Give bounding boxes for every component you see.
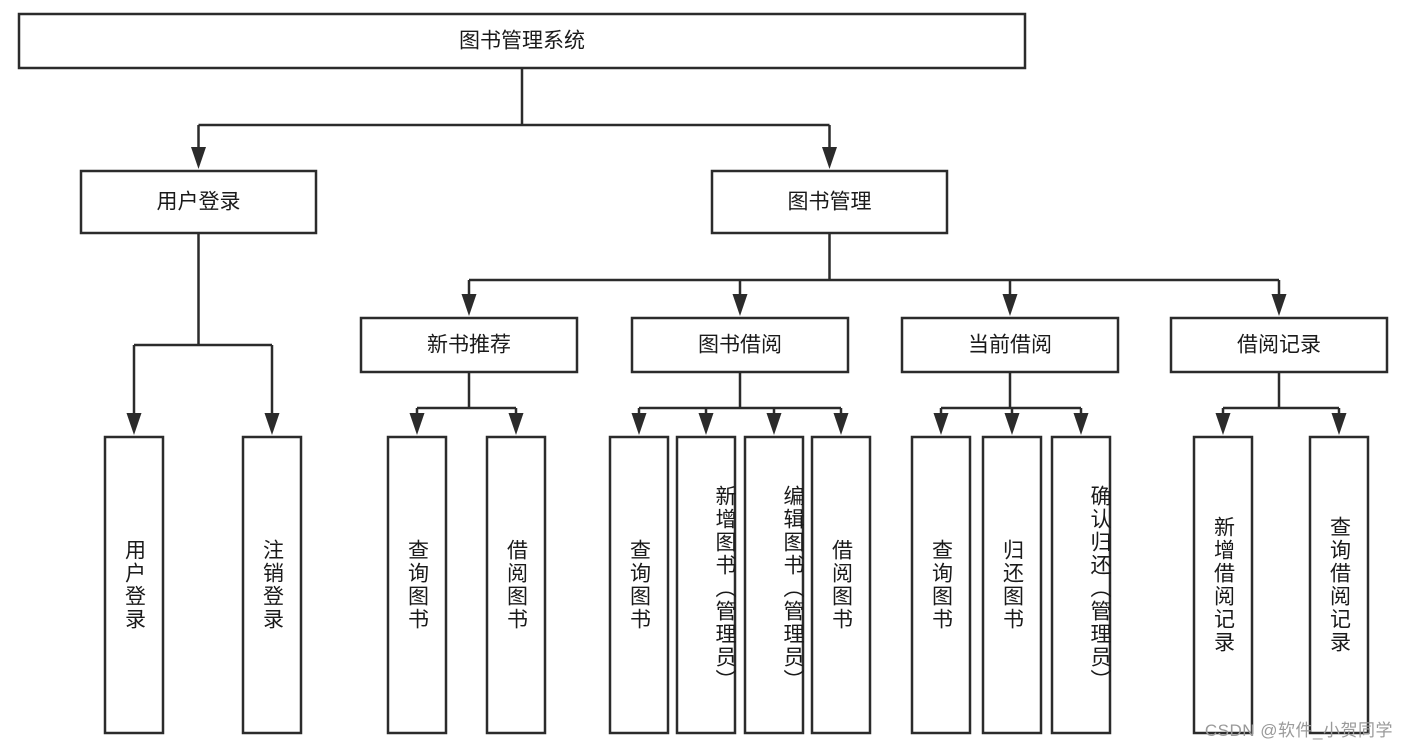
node-leaf-query-book-borrow[interactable] [608,435,670,735]
arrow-head-icon [766,413,782,435]
node-label-current-borrow: 当前借阅 [968,334,1052,357]
edge-book-manage-to-new-book-recommend [461,280,477,316]
node-current-borrow[interactable] [900,316,1120,374]
edge-new-book-recommend-to-query-book [409,408,425,435]
node-root[interactable] [17,12,1027,70]
arrow-head-icon [1271,294,1287,316]
node-label-borrow-record: 借阅记录 [1237,334,1321,357]
node-leaf-return-book[interactable] [981,435,1043,735]
node-leaf-query-book-rec[interactable] [386,435,448,735]
edge-book-borrow-to-edit-book [766,408,782,435]
edge-group-borrow-record [1215,372,1347,435]
node-book-borrow[interactable] [630,316,850,374]
arrow-head-icon [631,413,647,435]
edge-book-manage-to-current-borrow [1002,280,1018,316]
edge-group-user-login [126,233,280,435]
node-leaf-edit-book-admin[interactable] [743,435,805,735]
node-leaf-confirm-return-admin[interactable] [1050,435,1112,735]
node-new-book-recommend[interactable] [359,316,579,374]
arrow-head-icon [1002,294,1018,316]
edge-user-login-to-leaf-user-login [126,345,142,435]
node-leaf-add-borrow-record[interactable] [1192,435,1254,735]
edge-borrow-record-to-query-record [1331,408,1347,435]
node-leaf-user-login[interactable] [103,435,165,735]
arrow-head-icon [833,413,849,435]
node-label-book-borrow: 图书借阅 [698,334,782,357]
node-leaf-borrow-book-rec[interactable] [485,435,547,735]
edges-layer [126,68,1347,435]
arrow-head-icon [1004,413,1020,435]
edge-group-root [191,68,837,169]
edge-book-manage-to-book-borrow [732,280,748,316]
arrow-head-icon [698,413,714,435]
edge-current-borrow-to-query-book [933,408,949,435]
edge-current-borrow-to-return-book [1004,408,1020,435]
node-label-user-login: 用户登录 [157,191,241,214]
node-borrow-record[interactable] [1169,316,1389,374]
edge-book-borrow-to-query-book [631,408,647,435]
arrow-head-icon [264,413,280,435]
edge-root-to-user-login [191,125,206,169]
edge-book-borrow-to-add-book [698,408,714,435]
edge-group-current-borrow [933,372,1089,435]
node-user-login[interactable] [79,169,318,235]
arrow-head-icon [1215,413,1231,435]
edge-group-book-borrow [631,372,849,435]
arrow-head-icon [191,147,206,169]
arrow-head-icon [822,147,837,169]
arrow-head-icon [1331,413,1347,435]
arrow-head-icon [508,413,524,435]
node-label-root: 图书管理系统 [459,30,585,53]
nodes-layer [17,12,1389,735]
node-book-manage[interactable] [710,169,949,235]
arrow-head-icon [1073,413,1089,435]
csdn-watermark: CSDN @软件_小贺同学 [1204,721,1393,740]
node-label-new-book-recommend: 新书推荐 [427,334,511,357]
edge-current-borrow-to-confirm-return [1073,408,1089,435]
node-leaf-query-borrow-record[interactable] [1308,435,1370,735]
node-leaf-add-book-admin[interactable] [675,435,737,735]
arrow-head-icon [933,413,949,435]
arrow-head-icon [126,413,142,435]
edge-book-borrow-to-borrow-book [833,408,849,435]
edge-new-book-recommend-to-borrow-book [508,408,524,435]
node-leaf-borrow-book[interactable] [810,435,872,735]
node-leaf-user-logout[interactable] [241,435,303,735]
edge-book-manage-to-borrow-record [1271,280,1287,316]
arrow-head-icon [409,413,425,435]
arrow-head-icon [461,294,477,316]
edge-group-new-book-recommend [409,372,524,435]
edge-borrow-record-to-add-record [1215,408,1231,435]
arrow-head-icon [732,294,748,316]
node-leaf-query-book-current[interactable] [910,435,972,735]
edge-root-to-book-manage [822,125,837,169]
edge-user-login-to-leaf-user-logout [264,345,280,435]
node-label-book-manage: 图书管理 [788,191,872,214]
edge-group-book-manage [461,233,1287,316]
